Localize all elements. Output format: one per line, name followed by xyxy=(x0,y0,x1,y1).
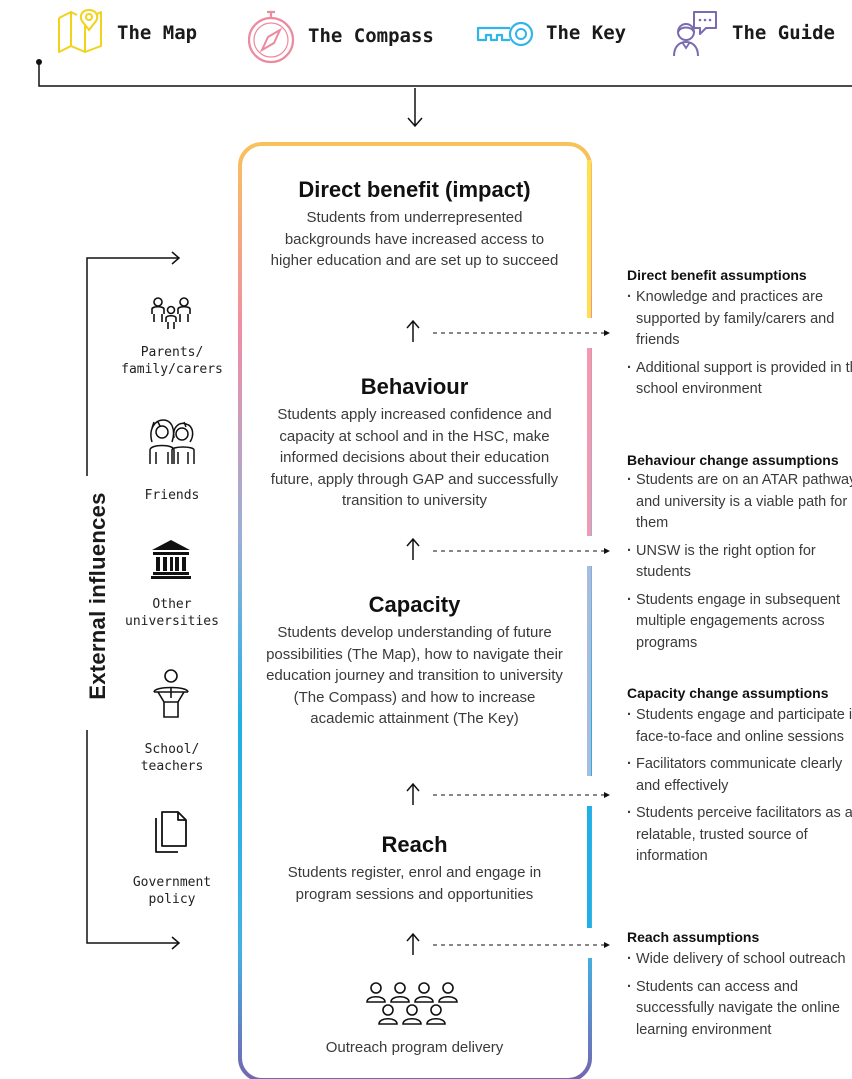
toolbar-label: The Key xyxy=(546,22,627,44)
university-icon xyxy=(151,540,191,579)
toolbar-label: The Compass xyxy=(308,25,434,47)
document-icon xyxy=(155,811,187,853)
map-icon xyxy=(58,8,102,53)
compass-icon xyxy=(247,10,295,64)
assumption-item: Additional support is provided in the sc… xyxy=(627,358,852,401)
outreach-label: Outreach program delivery xyxy=(325,1039,504,1056)
assumptions-impact: Direct benefit assumptions Knowledge and… xyxy=(627,267,852,407)
assumptions-behaviour: Behaviour change assumptions Students ar… xyxy=(627,452,852,660)
influence-label: Parents/ family/carers xyxy=(121,345,223,377)
stage-behaviour: Behaviour Students apply increased confi… xyxy=(262,374,567,512)
stage-title: Reach xyxy=(381,832,448,857)
influence-label: Friends xyxy=(144,488,200,503)
assumptions-reach: Reach assumptions Wide delivery of schoo… xyxy=(627,929,852,1047)
influence-label: Government policy xyxy=(132,875,212,907)
assumptions-title: Behaviour change assumptions xyxy=(627,452,839,468)
stage-description: Students develop understanding of future… xyxy=(266,624,563,727)
assumptions-title: Direct benefit assumptions xyxy=(627,267,807,283)
bracket-top xyxy=(86,257,178,487)
assumption-item: Students perceive facilitators as a rela… xyxy=(627,803,852,868)
stage-description: Students apply increased confidence and … xyxy=(270,406,559,509)
toolbar-item-map[interactable]: The Map xyxy=(55,8,197,58)
stage-impact: Direct benefit (impact) Students from un… xyxy=(262,177,567,272)
toolbar-label: The Map xyxy=(117,22,198,44)
toolbar-item-guide[interactable]: The Guide xyxy=(672,8,835,58)
stage-description: Students register, enrol and engage in p… xyxy=(287,864,542,903)
assumption-item: Facilitators communicate clearly and eff… xyxy=(627,754,852,797)
stage-title: Direct benefit (impact) xyxy=(298,177,531,202)
assumption-item: Students engage in subsequent multiple e… xyxy=(627,590,852,655)
toolbar-label: The Guide xyxy=(732,22,835,44)
assumptions-title: Reach assumptions xyxy=(627,929,760,945)
assumption-item: UNSW is the right option for students xyxy=(627,541,852,584)
assumptions-title: Capacity change assumptions xyxy=(627,685,829,701)
stage-title: Behaviour xyxy=(360,374,469,399)
teacher-icon xyxy=(153,669,189,718)
down-arrow xyxy=(407,88,423,128)
friends-icon xyxy=(149,419,195,464)
assumption-item: Students engage and participate in face-… xyxy=(627,705,852,748)
up-arrow xyxy=(406,782,420,805)
up-arrow xyxy=(406,319,420,342)
assumption-item: Knowledge and practices are supported by… xyxy=(627,287,852,352)
up-arrow xyxy=(406,537,420,560)
assumption-item: Wide delivery of school outreach xyxy=(627,949,852,971)
bracket-bottom xyxy=(86,730,178,944)
assumption-item: Students are on an ATAR pathway and univ… xyxy=(627,470,852,535)
family-icon xyxy=(151,297,191,329)
toolbar-item-compass[interactable]: The Compass xyxy=(246,8,434,64)
assumption-item: Students can access and successfully nav… xyxy=(627,977,852,1042)
top-rail xyxy=(38,62,852,87)
influence-label: School/ teachers xyxy=(140,742,204,774)
stage-reach: Reach Students register, enrol and engag… xyxy=(262,832,567,905)
stage-capacity: Capacity Students develop understanding … xyxy=(262,592,567,730)
guide-icon xyxy=(673,11,717,57)
key-icon xyxy=(476,21,534,47)
assumptions-capacity: Capacity change assumptions Students eng… xyxy=(627,685,852,874)
up-arrow xyxy=(406,932,420,955)
people-group-icon xyxy=(366,982,458,1025)
toolbar-item-key[interactable]: The Key xyxy=(476,8,626,58)
stage-title: Capacity xyxy=(368,592,461,617)
influence-label: Other universities xyxy=(125,597,219,629)
stage-description: Students from underrepresented backgroun… xyxy=(270,209,559,269)
